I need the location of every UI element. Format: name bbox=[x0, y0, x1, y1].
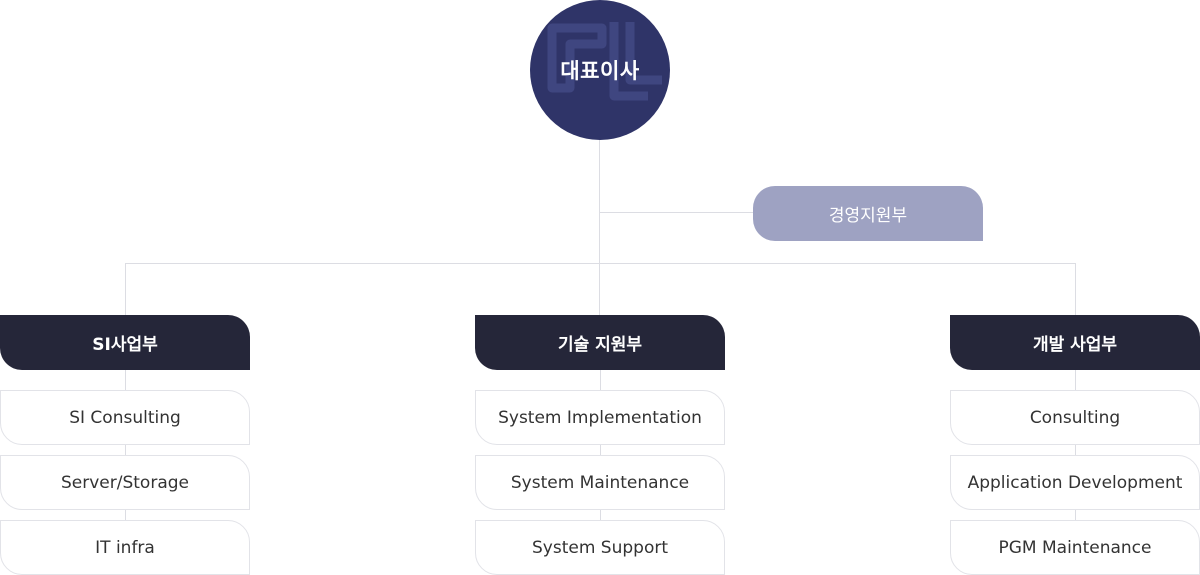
function-item-label: PGM Maintenance bbox=[998, 537, 1152, 558]
function-item: SI Consulting bbox=[0, 390, 250, 445]
connector-column-dev bbox=[1075, 370, 1076, 520]
function-item: Server/Storage bbox=[0, 455, 250, 510]
function-item: Application Development bbox=[950, 455, 1200, 510]
connector-ceo-trunk bbox=[599, 140, 600, 315]
department-development: 개발 사업부 bbox=[950, 315, 1200, 370]
ceo-label: 대표이사 bbox=[560, 59, 640, 83]
function-item: Consulting bbox=[950, 390, 1200, 445]
function-item: System Maintenance bbox=[475, 455, 725, 510]
ceo-node: 대표이사 bbox=[530, 0, 670, 140]
function-item-label: System Implementation bbox=[498, 407, 702, 428]
support-unit-box: 경영지원부 bbox=[753, 186, 983, 241]
department-label: 개발 사업부 bbox=[1032, 335, 1118, 355]
department-label: 기술 지원부 bbox=[557, 335, 643, 355]
function-item: System Support bbox=[475, 520, 725, 575]
connector-column-tech bbox=[600, 370, 601, 520]
connector-column-si bbox=[125, 370, 126, 520]
function-item-label: IT infra bbox=[95, 537, 155, 558]
function-item-label: Application Development bbox=[967, 472, 1183, 493]
function-item: System Implementation bbox=[475, 390, 725, 445]
function-item-label: System Maintenance bbox=[510, 472, 690, 493]
function-item-label: SI Consulting bbox=[69, 407, 181, 428]
connector-drop-si bbox=[125, 263, 126, 315]
connector-department-bar bbox=[125, 263, 1076, 264]
connector-support-branch bbox=[600, 212, 753, 213]
department-si: SI사업부 bbox=[0, 315, 250, 370]
function-item: PGM Maintenance bbox=[950, 520, 1200, 575]
function-item-label: Server/Storage bbox=[61, 472, 189, 493]
function-item-label: System Support bbox=[532, 537, 668, 558]
support-unit-label: 경영지원부 bbox=[828, 206, 908, 226]
function-item: IT infra bbox=[0, 520, 250, 575]
connector-drop-dev bbox=[1075, 263, 1076, 315]
logo-watermark-icon bbox=[547, 22, 662, 101]
department-tech-support: 기술 지원부 bbox=[475, 315, 725, 370]
department-label: SI사업부 bbox=[92, 335, 158, 355]
function-item-label: Consulting bbox=[1029, 407, 1121, 428]
